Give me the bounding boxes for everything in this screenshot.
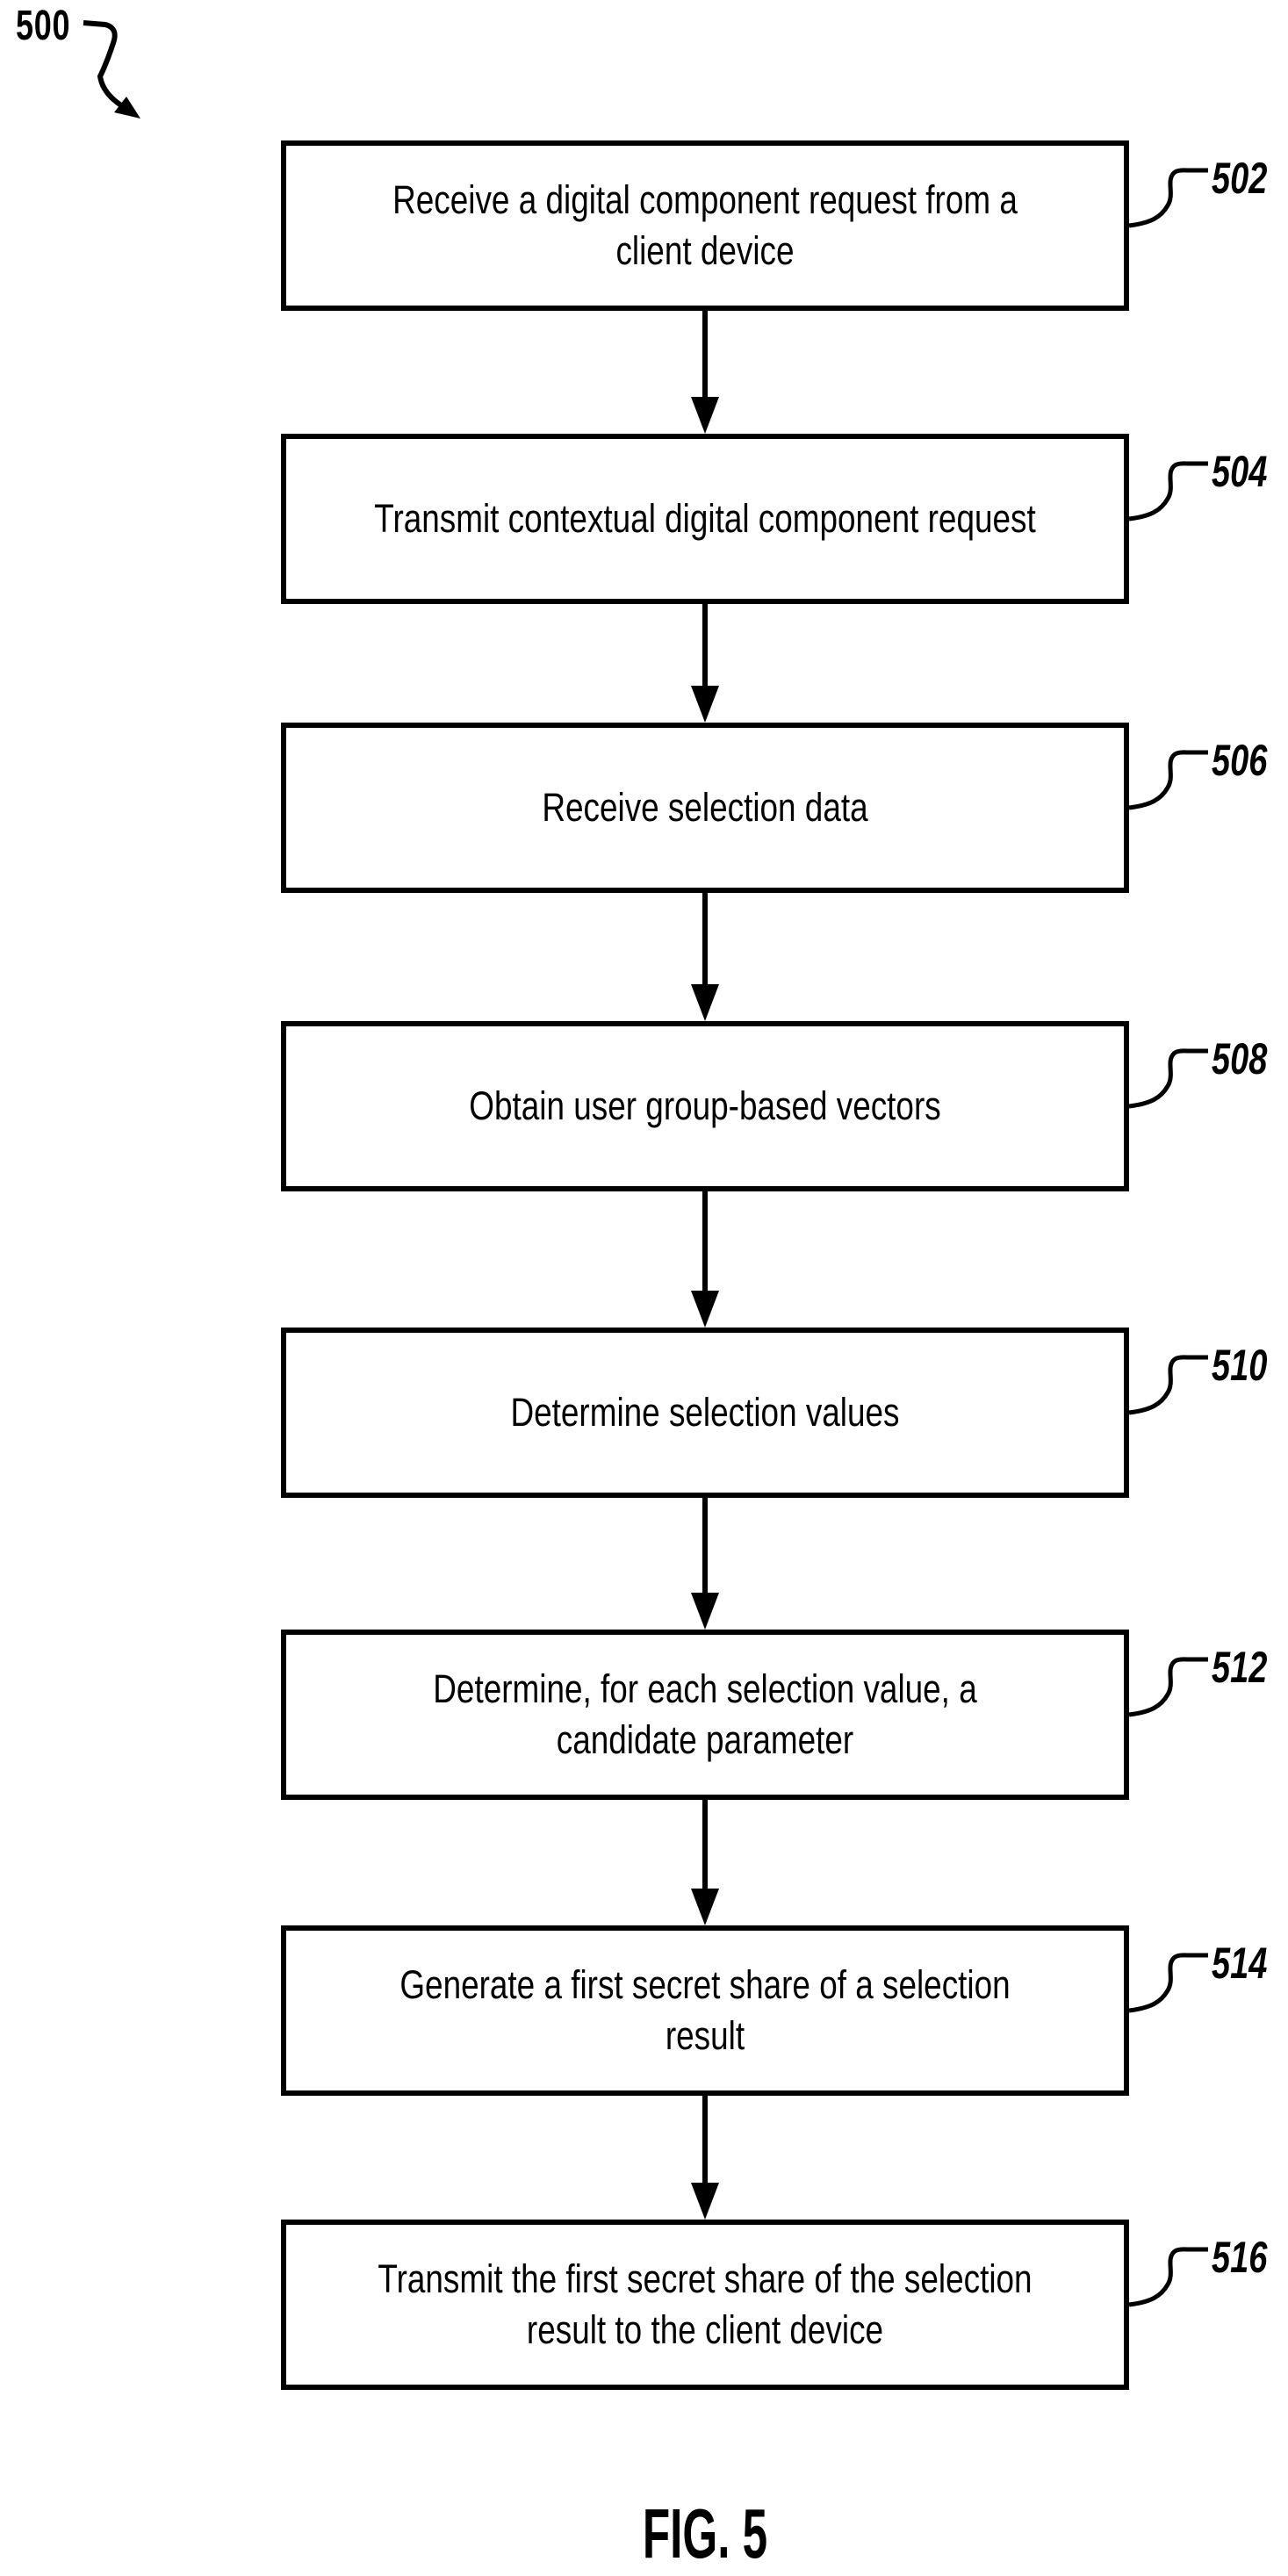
reference-number: 504 <box>1212 447 1268 496</box>
reference-leader-line <box>1128 1953 1208 2013</box>
flow-arrow-down <box>691 893 719 1021</box>
flow-step-1: Receive a digital component request from… <box>0 140 1288 311</box>
process-step-text: Obtain user group-based vectors <box>469 1083 941 1128</box>
reference-number: 510 <box>1212 1341 1268 1390</box>
flow-step-4: Obtain user group-based vectors 508 <box>0 1021 1288 1191</box>
reference-number: 516 <box>1212 2233 1268 2282</box>
flow-arrow-down <box>691 1498 719 1630</box>
process-step-text: Receive a digital component request from… <box>392 177 1018 273</box>
reference-leader-line <box>1128 168 1208 228</box>
flow-step-5: Determine selection values 510 <box>0 1328 1288 1498</box>
process-step-text: Determine, for each selection value, a c… <box>433 1666 977 1762</box>
reference-number: 508 <box>1212 1034 1268 1083</box>
process-box: Transmit contextual digital component re… <box>281 434 1129 604</box>
figure-ref-label: 500 <box>16 3 71 49</box>
flow-arrow-down <box>691 604 719 723</box>
reference-number: 512 <box>1212 1643 1268 1692</box>
process-box: Determine, for each selection value, a c… <box>281 1630 1129 1800</box>
reference-leader-line <box>1128 2247 1208 2307</box>
curved-arrow-icon <box>83 20 140 119</box>
process-box: Obtain user group-based vectors <box>281 1021 1129 1191</box>
flow-step-7: Generate a first secret share of a selec… <box>0 1925 1288 2096</box>
process-step-text: Transmit contextual digital component re… <box>374 496 1036 541</box>
reference-leader-line <box>1128 1657 1208 1717</box>
reference-leader-line <box>1128 461 1208 522</box>
process-box: Generate a first secret share of a selec… <box>281 1925 1129 2096</box>
reference-leader-line <box>1128 1048 1208 1109</box>
process-step-text: Transmit the first secret share of the s… <box>378 2256 1033 2352</box>
flow-arrow-down <box>691 1191 719 1328</box>
reference-leader-line <box>1128 1355 1208 1415</box>
process-step-text: Determine selection values <box>510 1390 900 1435</box>
reference-leader-line <box>1128 750 1208 810</box>
reference-number: 506 <box>1212 736 1268 785</box>
process-box: Receive a digital component request from… <box>281 140 1129 311</box>
flow-step-6: Determine, for each selection value, a c… <box>0 1630 1288 1800</box>
process-step-text: Receive selection data <box>542 785 868 830</box>
flow-arrow-down <box>691 311 719 434</box>
process-box: Determine selection values <box>281 1328 1129 1498</box>
reference-number: 502 <box>1212 154 1268 203</box>
flow-step-2: Transmit contextual digital component re… <box>0 434 1288 604</box>
flow-step-3: Receive selection data 506 <box>0 723 1288 893</box>
process-box: Transmit the first secret share of the s… <box>281 2220 1129 2390</box>
flow-arrow-down <box>691 2096 719 2220</box>
reference-number: 514 <box>1212 1939 1268 1988</box>
figure-caption: FIG. 5 <box>642 2494 768 2572</box>
process-box: Receive selection data <box>281 723 1129 893</box>
flow-step-8: Transmit the first secret share of the s… <box>0 2220 1288 2390</box>
flow-arrow-down <box>691 1800 719 1925</box>
process-step-text: Generate a first secret share of a selec… <box>399 1962 1011 2058</box>
